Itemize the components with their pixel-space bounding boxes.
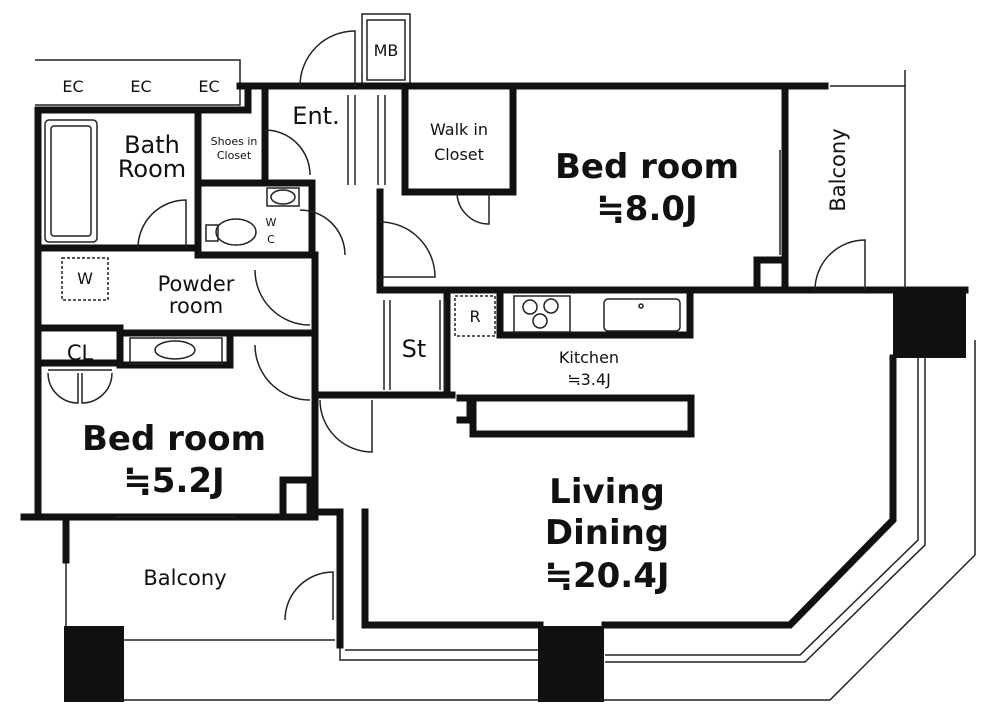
fridge-label: R xyxy=(469,307,480,326)
living-dining-size: ≒20.4J xyxy=(544,556,669,596)
bedroom-8-size: ≒8.0J xyxy=(596,189,697,229)
toilet-icon xyxy=(215,218,257,246)
doors xyxy=(47,30,866,621)
columns xyxy=(64,288,966,702)
wc-label-c: C xyxy=(267,233,275,246)
balcony-bottom-label: Balcony xyxy=(143,566,226,590)
bath-room-label-1: Bath xyxy=(124,131,180,159)
bedroom-8-name: Bed room xyxy=(555,147,739,187)
bedroom-5-size: ≒5.2J xyxy=(123,461,224,501)
washer-pan-icon xyxy=(61,257,109,301)
storage-label: St xyxy=(402,335,427,363)
thin-outlines xyxy=(35,13,976,701)
entrance-label: Ent. xyxy=(292,102,339,130)
wc-label-w: W xyxy=(266,216,277,229)
fixtures xyxy=(44,119,681,371)
shoes-closet-label-2: Closet xyxy=(217,149,252,162)
bathtub-icon xyxy=(44,119,98,243)
walk-in-closet-label-1: Walk in xyxy=(430,120,488,139)
ec-label-2: EC xyxy=(130,77,151,96)
bath-room-label-2: Room xyxy=(118,155,186,183)
kitchen-sink-icon xyxy=(603,298,681,332)
washer-label: W xyxy=(77,269,93,288)
ec-label-3: EC xyxy=(198,77,219,96)
mb-label: MB xyxy=(374,41,399,60)
walls xyxy=(20,82,969,649)
powder-room-label-1: Powder xyxy=(158,272,235,296)
kitchen-size: ≒3.4J xyxy=(567,370,611,389)
fridge-space-icon xyxy=(454,295,496,337)
shoes-closet-label-1: Shoes in xyxy=(211,135,258,148)
kitchen-name: Kitchen xyxy=(559,348,619,367)
balcony-right-label: Balcony xyxy=(826,128,850,211)
ec-label-1: EC xyxy=(62,77,83,96)
powder-room-label-2: room xyxy=(169,294,223,318)
sink-icon xyxy=(154,340,196,360)
closet-label: CL xyxy=(67,341,94,365)
walk-in-closet-label-2: Closet xyxy=(434,145,484,164)
living-dining-label-1: Living xyxy=(549,472,665,512)
living-dining-label-2: Dining xyxy=(545,513,669,553)
bedroom-5-name: Bed room xyxy=(82,419,266,459)
stove-icon xyxy=(513,295,571,333)
